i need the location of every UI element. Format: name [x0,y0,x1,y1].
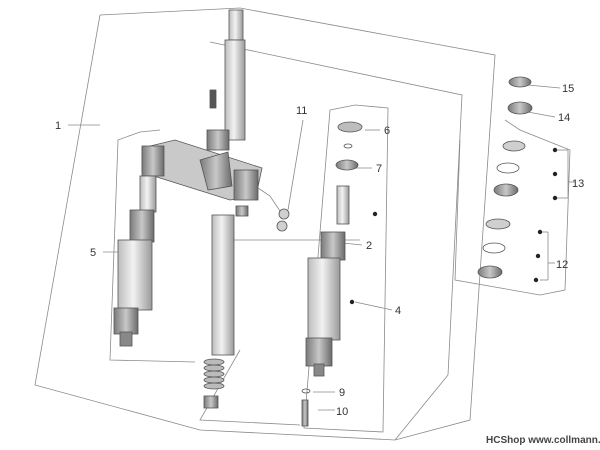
callout-labels: 1 2 4 5 6 7 9 10 11 12 13 14 15 [55,83,584,418]
shop-credit: HCShop www.collmann.eu [486,435,600,446]
fork-leg-left [113,175,157,347]
callout-7: 7 [376,163,382,175]
callout-6: 6 [384,125,390,137]
callout-12: 12 [556,259,568,271]
spring [203,358,225,390]
marker-dot [552,195,558,201]
steering-stem [206,9,246,151]
marker-dot [552,147,558,153]
callout-9: 9 [339,387,345,399]
callout-13: 13 [572,178,584,190]
inner-tube-center [203,205,249,409]
callout-5: 5 [90,247,96,259]
marker-dot [552,171,558,177]
callout-11: 11 [296,105,307,117]
callout-15: 15 [562,83,574,95]
callout-10: 10 [336,406,348,418]
triple-clamp [141,139,263,201]
callout-14: 14 [558,112,570,124]
fork-leg-right [301,121,363,427]
callout-1: 1 [55,120,61,132]
bearing-stack [477,76,533,279]
marker-dot [535,253,541,259]
marker-dot [372,211,378,217]
clamp-bolts [257,187,290,232]
marker-dot [349,299,355,305]
marker-dots [349,147,558,305]
callout-4: 4 [395,305,401,317]
marker-dot [537,229,543,235]
callout-2: 2 [366,240,372,252]
marker-dot [533,277,539,283]
